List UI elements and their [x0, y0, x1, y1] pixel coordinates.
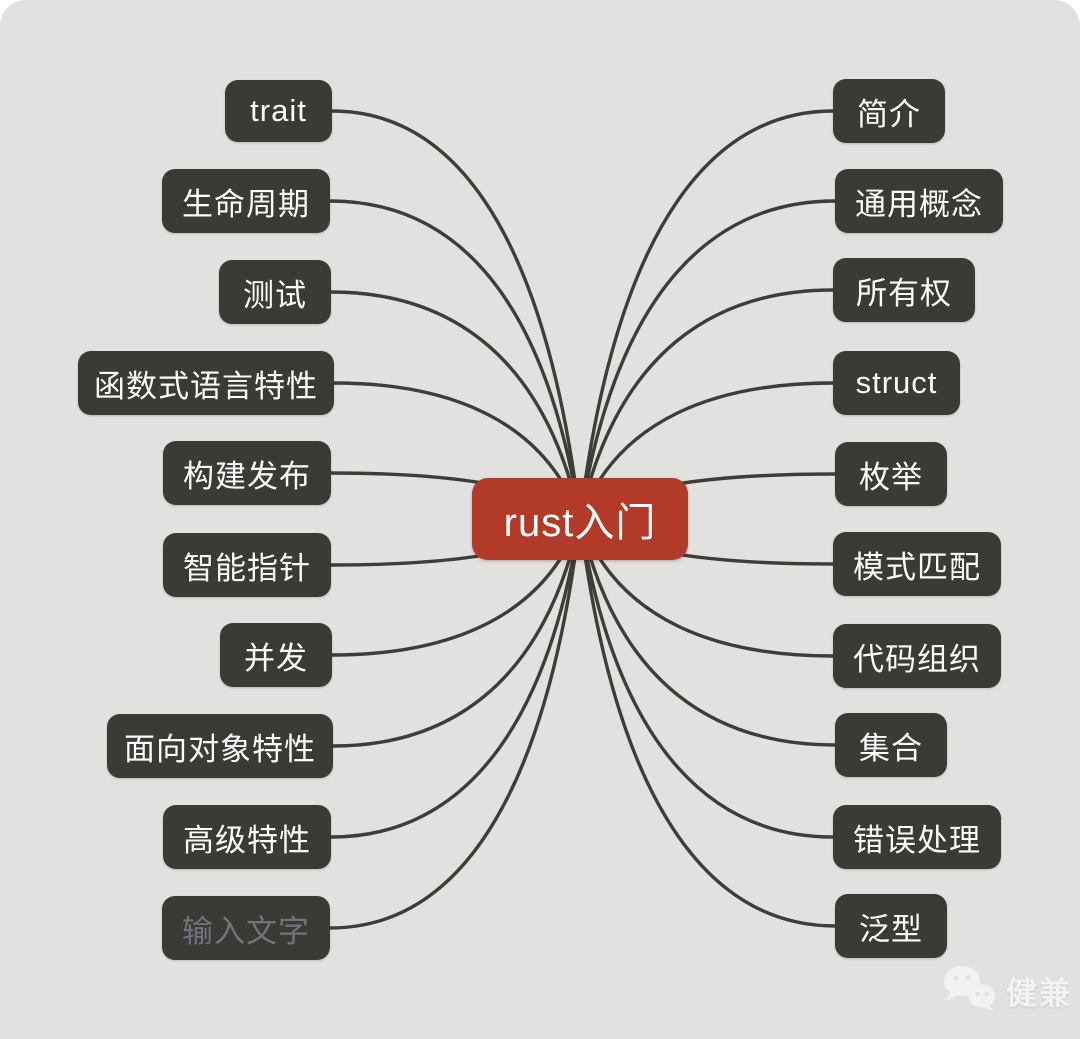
- watermark: 健兼: [938, 960, 1072, 1021]
- edge-right-ownership: [578, 288, 835, 521]
- node-concurrency[interactable]: 并发: [220, 623, 332, 687]
- node-input-placeholder[interactable]: 输入文字: [162, 896, 330, 960]
- node-generics[interactable]: 泛型: [835, 894, 947, 958]
- node-code-organization[interactable]: 代码组织: [833, 624, 1001, 688]
- node-pattern-matching[interactable]: 模式匹配: [833, 532, 1001, 596]
- watermark-label: 健兼: [1006, 976, 1072, 1011]
- node-oop[interactable]: 面向对象特性: [107, 714, 333, 778]
- edge-left-advanced: [329, 517, 582, 839]
- node-collections[interactable]: 集合: [835, 713, 947, 777]
- edge-right-concepts: [578, 199, 837, 521]
- node-enums[interactable]: 枚举: [835, 442, 947, 506]
- edge-left-testing: [329, 290, 582, 521]
- node-ownership[interactable]: 所有权: [833, 258, 975, 322]
- node-trait[interactable]: trait: [225, 80, 332, 142]
- node-functional[interactable]: 函数式语言特性: [78, 351, 334, 415]
- wechat-icon: [938, 960, 1000, 1021]
- node-error-handling[interactable]: 错误处理: [833, 805, 1001, 869]
- edge-right-collections: [578, 517, 837, 747]
- edge-right-error-handling: [578, 517, 835, 839]
- node-concepts[interactable]: 通用概念: [835, 169, 1003, 233]
- edge-left-input: [328, 517, 582, 930]
- node-build-release[interactable]: 构建发布: [163, 441, 331, 505]
- node-advanced[interactable]: 高级特性: [163, 805, 331, 869]
- edge-right-intro: [578, 109, 835, 521]
- edge-right-generics: [578, 517, 837, 928]
- node-testing[interactable]: 测试: [219, 260, 331, 324]
- root-node[interactable]: rust入门: [472, 478, 688, 560]
- node-intro[interactable]: 简介: [833, 79, 945, 143]
- node-smart-pointers[interactable]: 智能指针: [163, 533, 331, 597]
- edge-left-oop: [331, 517, 582, 748]
- node-struct[interactable]: struct: [833, 351, 960, 415]
- edge-left-trait: [330, 109, 582, 521]
- edge-left-lifetimes: [328, 199, 582, 521]
- node-lifetimes[interactable]: 生命周期: [162, 169, 330, 233]
